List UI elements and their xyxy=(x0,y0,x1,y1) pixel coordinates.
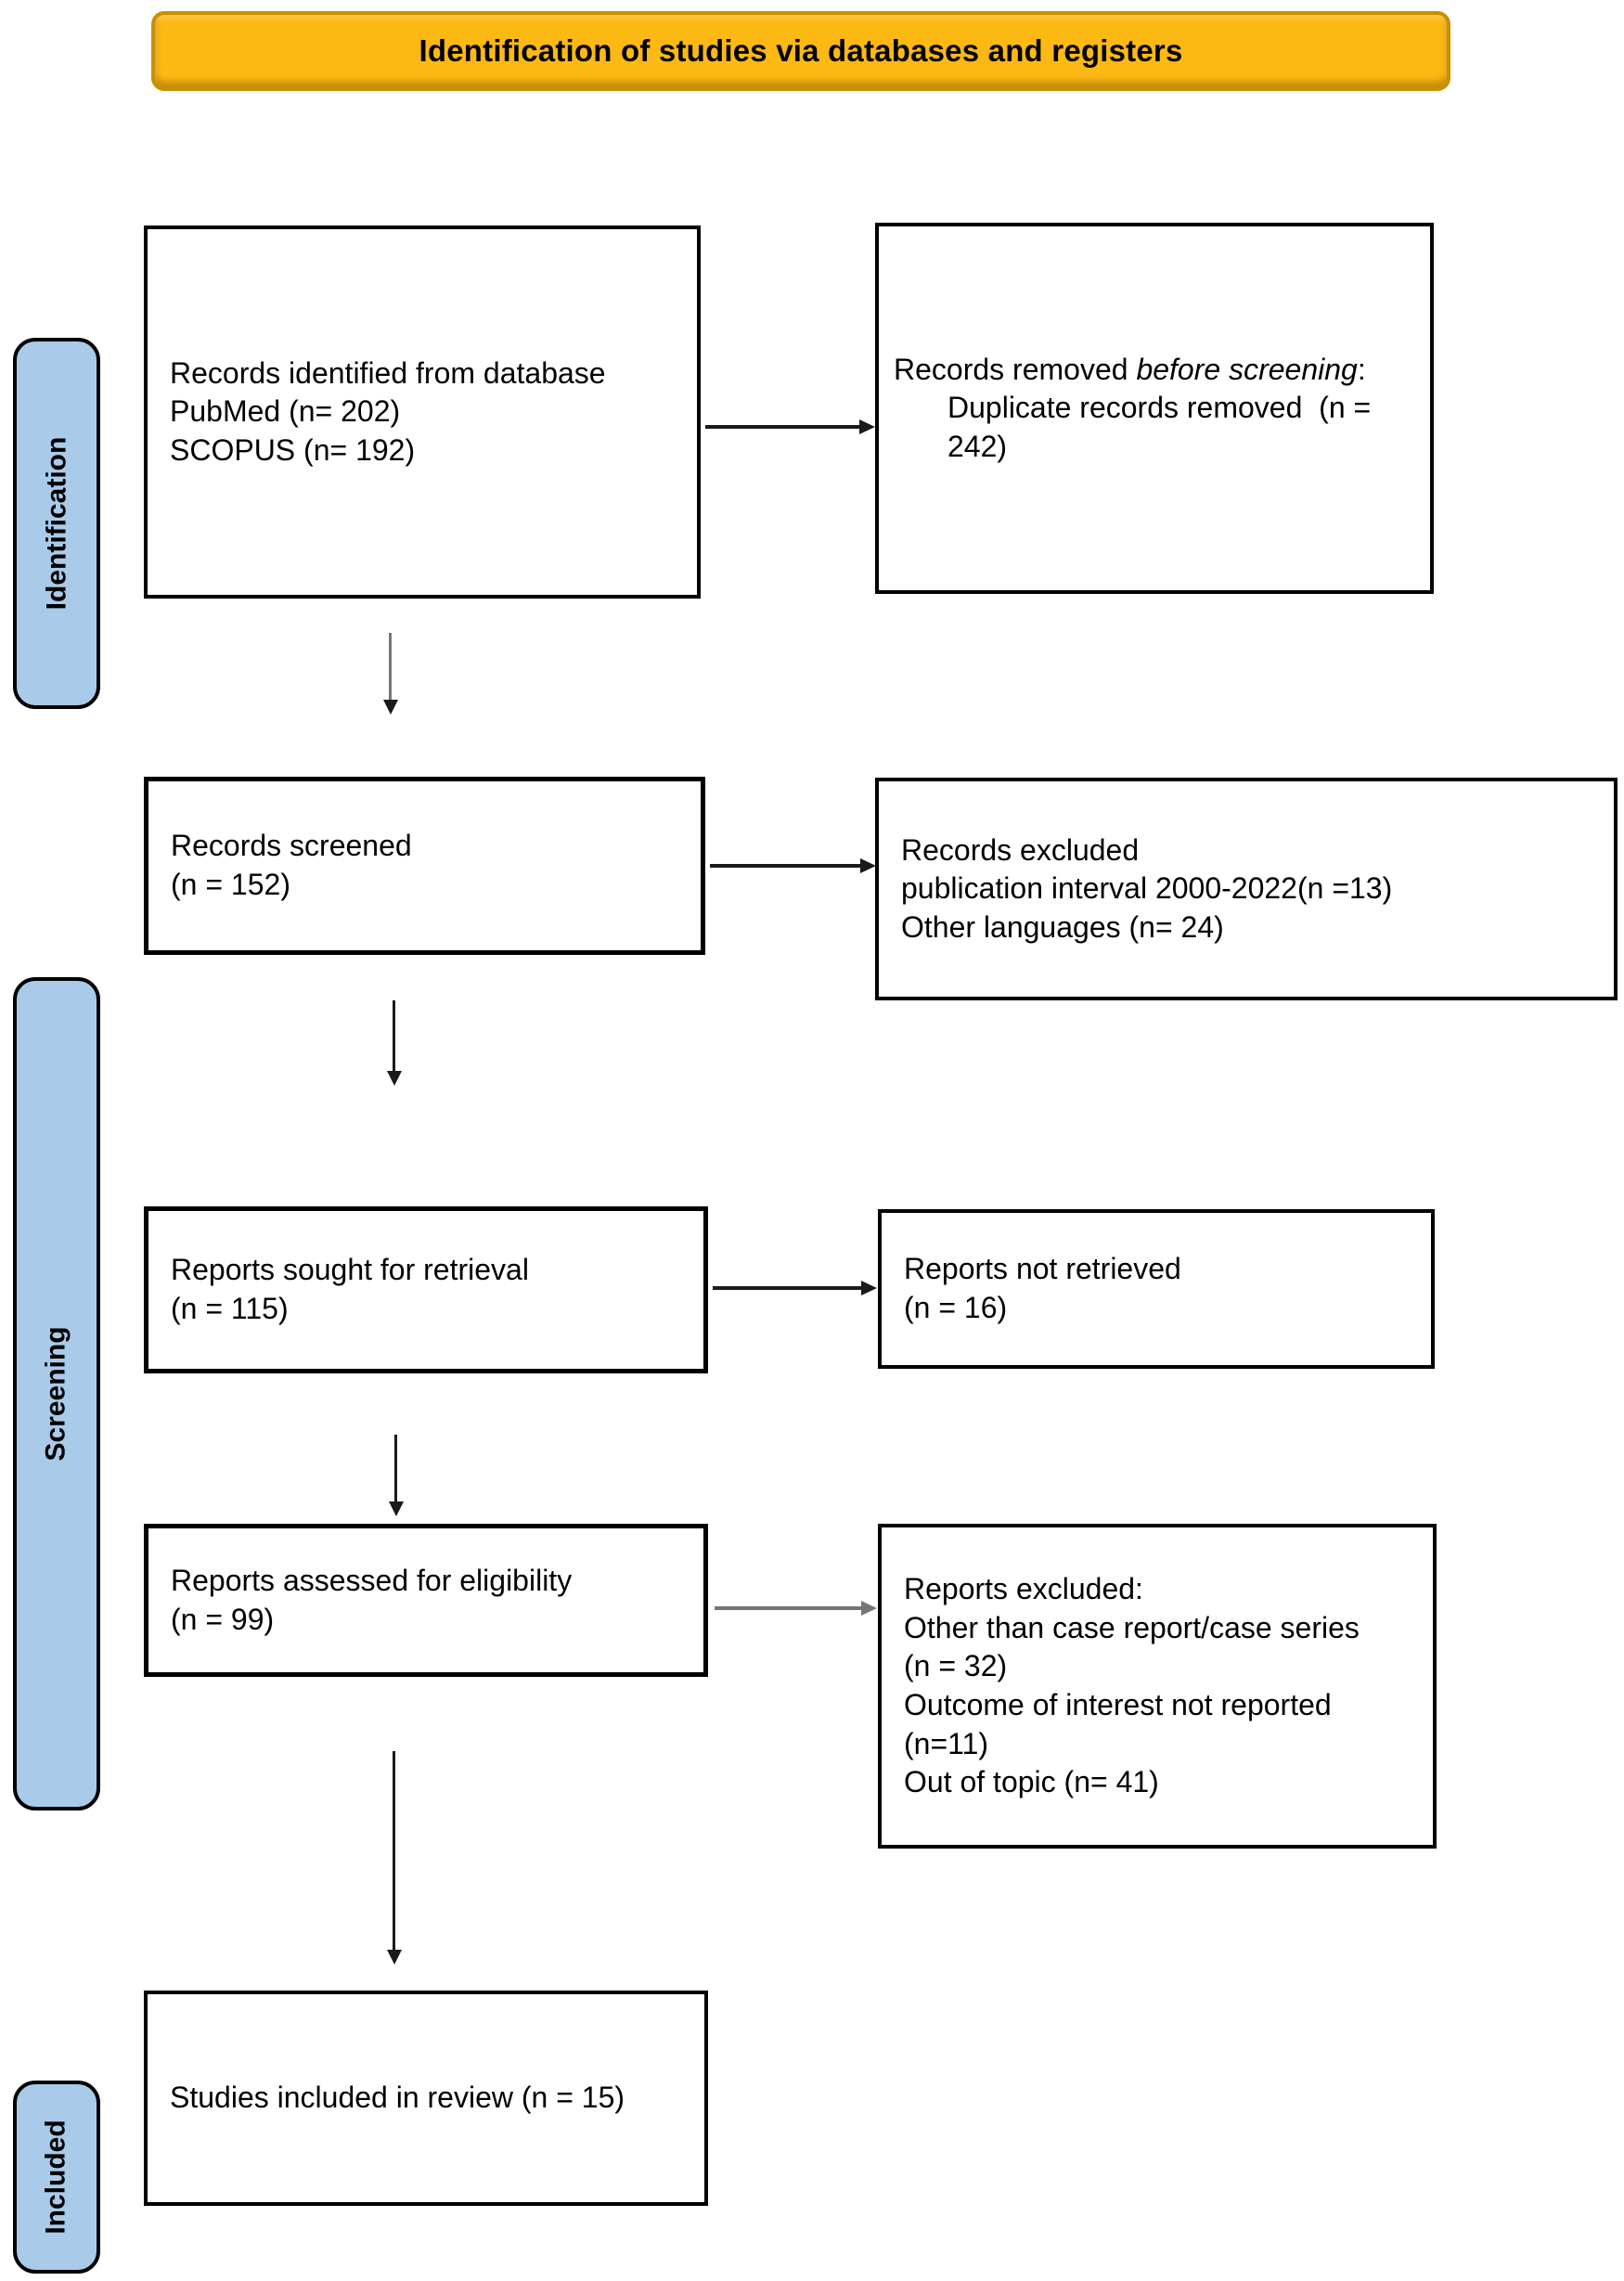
box-reports-assessed: Reports assessed for eligibility (n = 99… xyxy=(144,1524,708,1677)
box-line: Other than case report/case series xyxy=(904,1610,1360,1644)
box-line: (n = 32) xyxy=(904,1649,1008,1683)
box-line: Records excluded xyxy=(901,832,1140,867)
arrow-assessed-to-reports-excluded xyxy=(715,1601,877,1616)
box-records-identified: Records identified from database PubMed … xyxy=(144,226,701,599)
arrow-sought-to-not-retrieved xyxy=(713,1281,877,1295)
box-line: Records identified from database xyxy=(170,355,606,390)
box-line: (n = 16) xyxy=(904,1291,1008,1324)
stage-bar-included: Included xyxy=(13,2081,100,2274)
box-line: publication interval 2000-2022(n =13) xyxy=(901,871,1393,906)
arrow-sought-to-assessed xyxy=(389,1435,404,1516)
box-line: SCOPUS (n= 192) xyxy=(170,432,416,467)
stage-label-screening: Screening xyxy=(41,1326,71,1462)
box-line: Duplicate records removed (n = 242) xyxy=(947,391,1380,463)
diagram-title: Identification of studies via databases … xyxy=(419,33,1183,68)
box-line: Records screened xyxy=(171,829,412,863)
arrow-assessed-to-included xyxy=(387,1751,402,1965)
box-reports-excluded: Reports excluded: Other than case report… xyxy=(878,1524,1437,1849)
box-line: (n = 152) xyxy=(171,868,290,901)
arrow-screened-to-sought xyxy=(387,1000,402,1086)
box-records-excluded: Records excluded publication interval 20… xyxy=(875,778,1618,1000)
title-banner: Identification of studies via databases … xyxy=(151,11,1450,91)
stage-bar-identification: Identification xyxy=(13,338,100,709)
box-line: Outcome of interest not reported xyxy=(904,1688,1332,1721)
box-records-removed-before-screening: Records removed before screening: Duplic… xyxy=(875,223,1434,594)
box-line: Studies included in review (n = 15) xyxy=(170,2081,625,2115)
arrow-identified-to-screened xyxy=(383,633,398,715)
box-line: Other languages (n= 24) xyxy=(901,909,1224,944)
box-reports-not-retrieved: Reports not retrieved (n = 16) xyxy=(878,1209,1435,1369)
box-line: (n = 99) xyxy=(171,1602,275,1636)
box-line: (n = 115) xyxy=(171,1292,289,1325)
box-line: Reports assessed for eligibility xyxy=(171,1563,573,1597)
box-line: Reports sought for retrieval xyxy=(171,1253,529,1287)
box-line: PubMed (n= 202) xyxy=(170,394,401,429)
arrow-screened-to-excluded xyxy=(710,858,876,873)
box-line: (n=11) xyxy=(904,1726,989,1760)
box-line: Records removed before screening: xyxy=(894,352,1366,386)
box-records-screened: Records screened (n = 152) xyxy=(144,777,705,955)
box-line: Reports excluded: xyxy=(904,1572,1143,1606)
stage-label-identification: Identification xyxy=(41,436,72,611)
stage-label-included: Included xyxy=(41,2120,71,2235)
arrow-identified-to-removed xyxy=(705,419,875,434)
box-studies-included: Studies included in review (n = 15) xyxy=(144,1991,708,2206)
box-line: Reports not retrieved xyxy=(904,1252,1181,1286)
stage-bar-screening: Screening xyxy=(13,977,100,1811)
box-line: Out of topic (n= 41) xyxy=(904,1765,1159,1799)
box-reports-sought: Reports sought for retrieval (n = 115) xyxy=(144,1206,708,1373)
